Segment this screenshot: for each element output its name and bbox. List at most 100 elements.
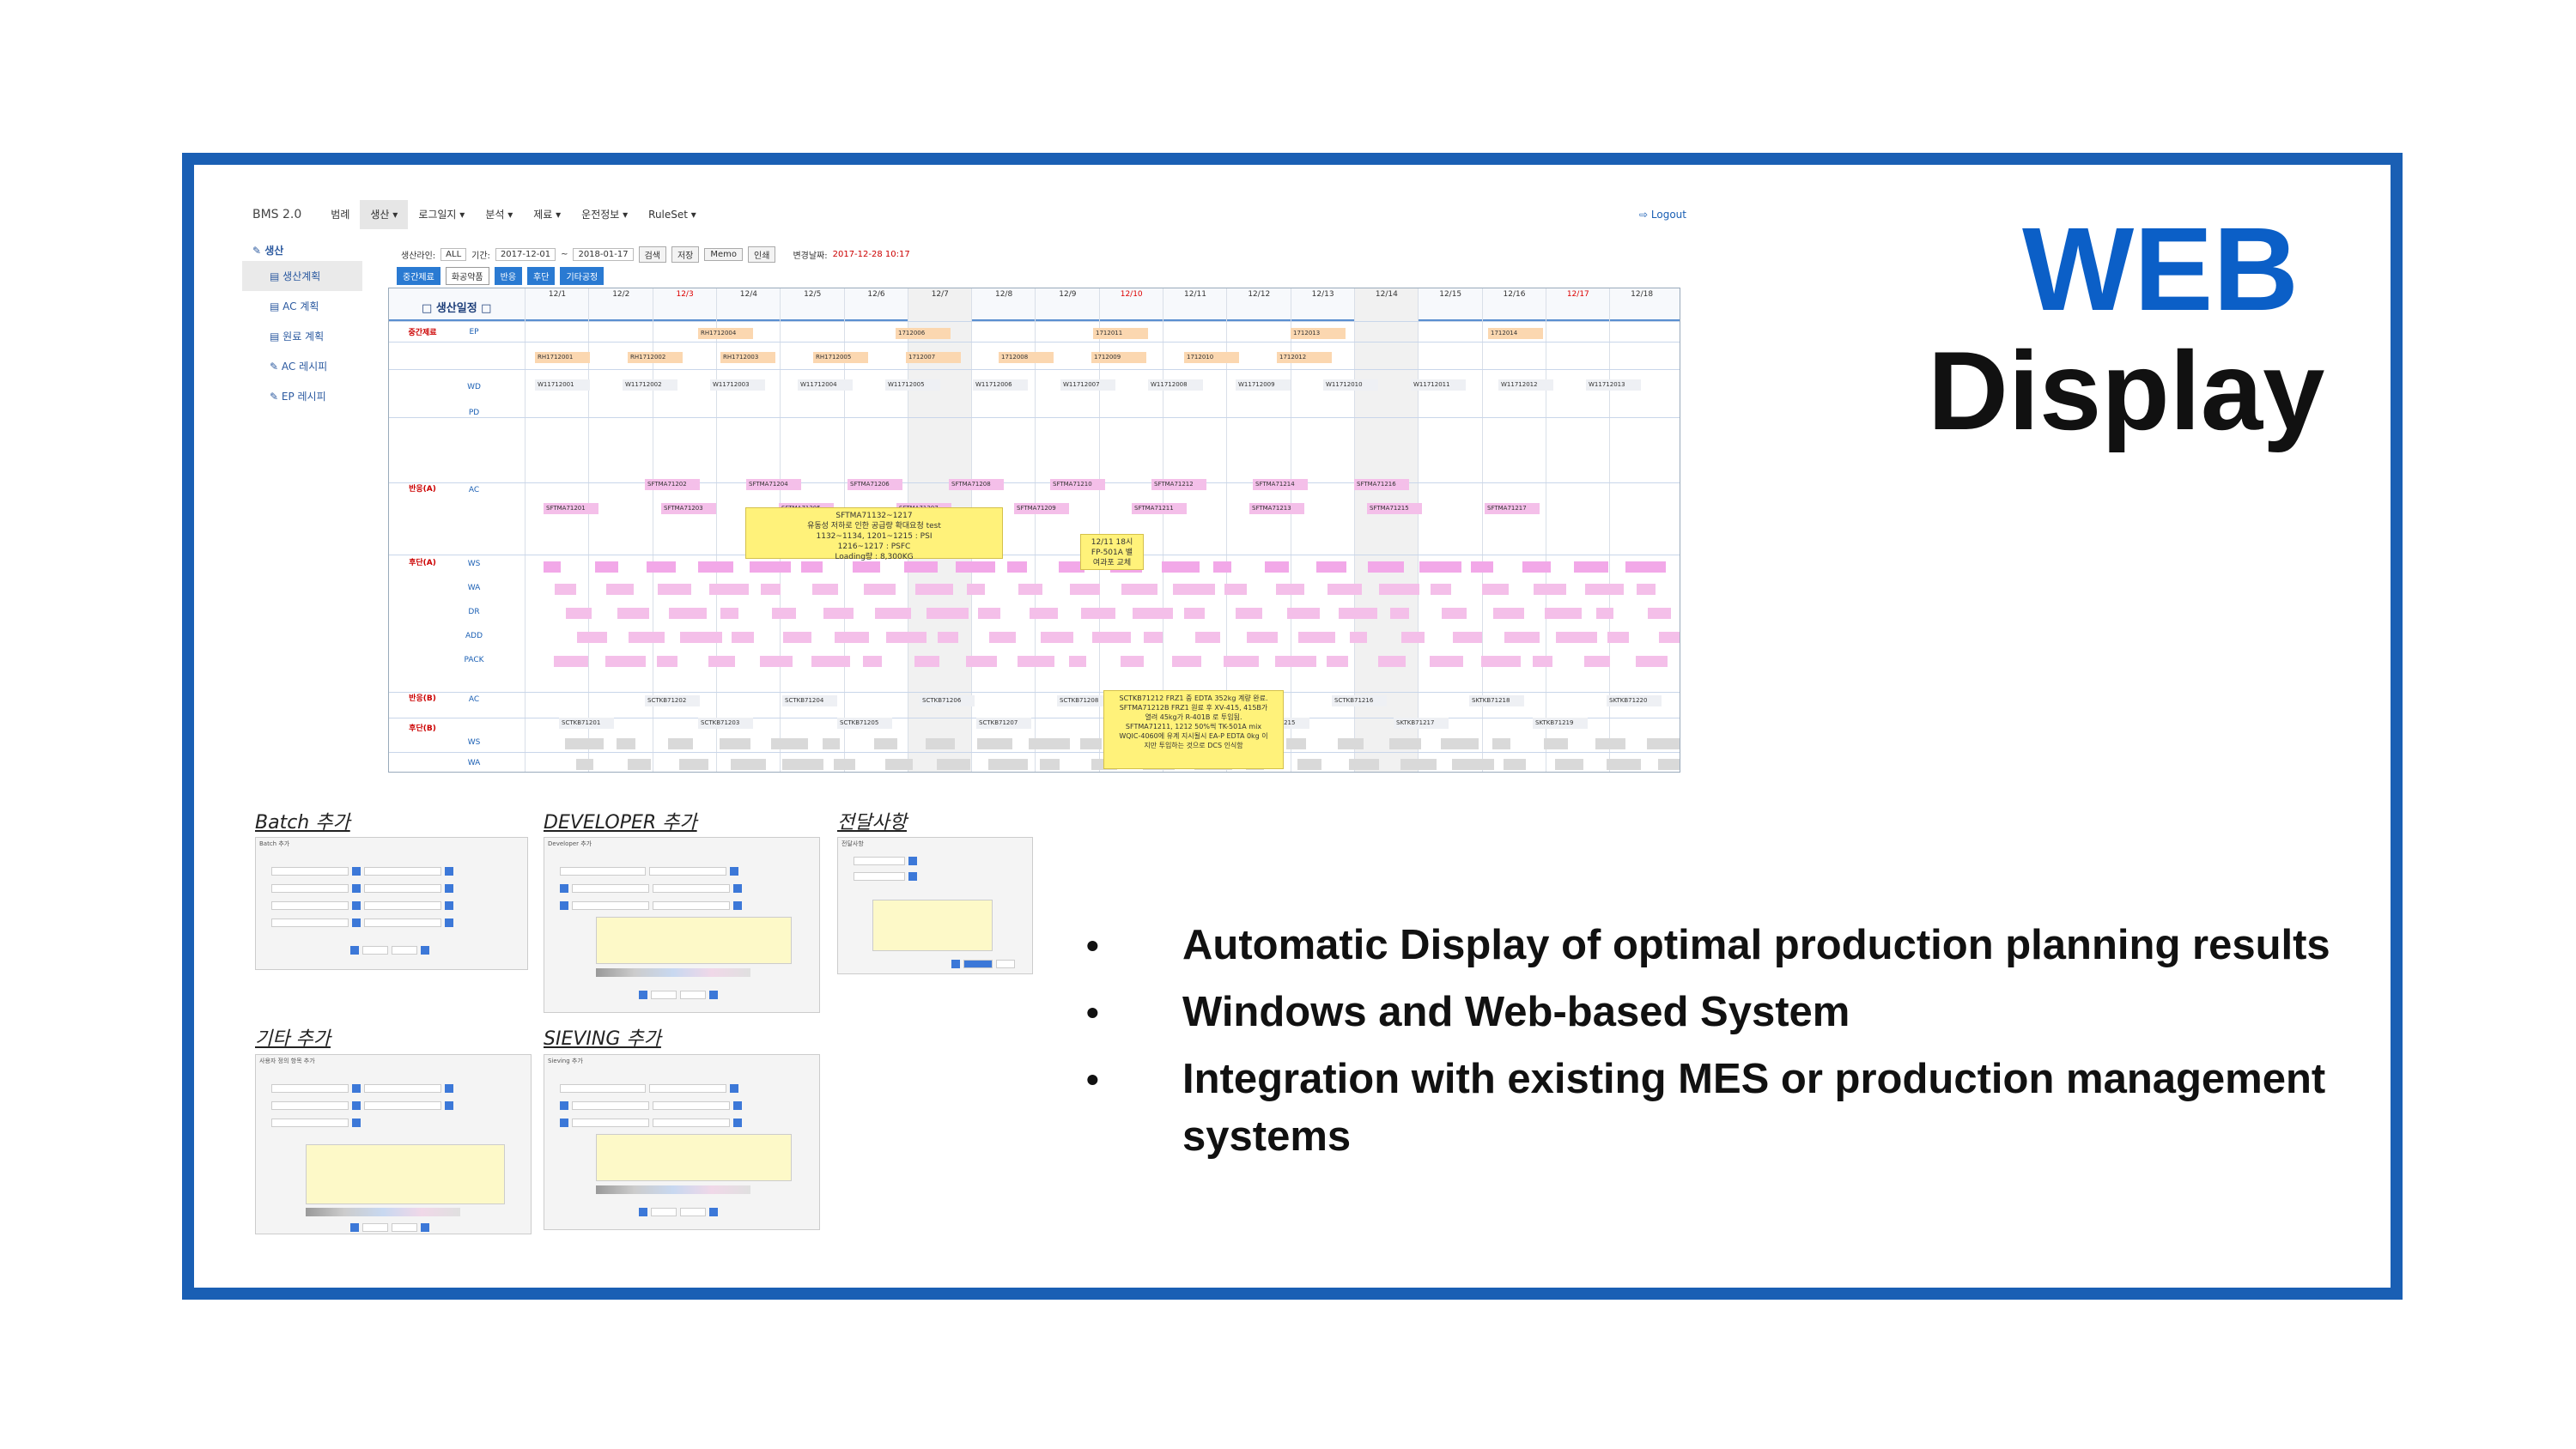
sidebar-item-ac-plan[interactable]: ▤ AC 계획 [270,300,319,312]
gantt-process-block[interactable] [647,561,676,573]
gantt-batch-bar[interactable]: SFTMA71211 [1132,503,1187,514]
gantt-process-block[interactable] [915,584,953,595]
gantt-process-block[interactable] [1400,759,1437,770]
gantt-process-block[interactable] [937,759,970,770]
sidebar-item-production-plan[interactable]: ▤ 생산계획 [242,261,362,291]
gantt-process-block[interactable] [938,632,958,643]
close-icon[interactable] [421,946,429,955]
message-textarea[interactable] [872,900,993,951]
gantt-process-block[interactable] [761,584,781,595]
form-input[interactable] [364,1101,441,1110]
form-option-button[interactable] [445,919,453,927]
gantt-process-block[interactable] [668,738,693,749]
gantt-process-block[interactable] [1441,738,1479,749]
gantt-tooltip-maintenance[interactable]: 12/11 18시 FP-501A 밸 여과포 교체 [1080,534,1144,570]
close-button[interactable] [392,946,417,955]
mode-chemical-button[interactable]: 화공약품 [445,267,489,285]
gantt-process-block[interactable] [1493,608,1524,619]
form-option-button[interactable] [733,1101,742,1110]
gantt-process-block[interactable] [1482,584,1509,595]
add-confirm-button[interactable] [350,946,359,955]
form-option-button[interactable] [445,901,453,910]
memo-button[interactable]: Memo [704,247,744,261]
gantt-batch-bar[interactable]: RH1712005 [813,352,868,363]
form-option-button[interactable] [908,872,917,881]
gantt-batch-bar[interactable]: SFTMA71212 [1151,479,1206,490]
gantt-batch-bar[interactable]: W11712007 [1060,379,1115,391]
gantt-batch-bar[interactable]: RH1712002 [628,352,683,363]
gantt-batch-bar[interactable]: SKTKB71220 [1607,695,1662,706]
gantt-process-block[interactable] [1636,656,1668,667]
gantt-process-block[interactable] [1121,656,1144,667]
gantt-process-block[interactable] [1368,561,1404,573]
gantt-process-block[interactable] [875,608,911,619]
gantt-process-block[interactable] [720,738,750,749]
gantt-process-block[interactable] [566,608,592,619]
gantt-process-block[interactable] [1453,632,1482,643]
comment-textarea[interactable] [596,917,792,964]
gantt-process-block[interactable] [1452,759,1494,770]
form-input[interactable] [271,867,349,876]
gantt-process-block[interactable] [1195,632,1220,643]
confirm-button[interactable] [651,991,677,999]
form-option-button[interactable] [352,1119,361,1127]
background-color-picker[interactable] [596,968,750,977]
gantt-process-block[interactable] [1172,656,1201,667]
gantt-process-block[interactable] [1247,632,1278,643]
gantt-process-block[interactable] [1184,608,1205,619]
form-option-button[interactable] [445,884,453,893]
gantt-process-block[interactable] [1298,632,1335,643]
form-input[interactable] [271,1119,349,1127]
gantt-process-block[interactable] [783,632,811,643]
gantt-process-block[interactable] [1018,584,1042,595]
gantt-process-block[interactable] [1144,632,1163,643]
gantt-batch-bar[interactable]: W11712002 [623,379,677,391]
nav-operation-info[interactable]: 운전정보 ▾ [581,209,629,221]
gantt-batch-bar[interactable]: SCTKB71204 [782,695,837,706]
gantt-process-block[interactable] [679,759,708,770]
line-select[interactable]: ALL [440,247,467,261]
gantt-process-block[interactable] [772,608,796,619]
save-button[interactable] [963,960,993,968]
gantt-process-block[interactable] [1647,738,1680,749]
gantt-batch-bar[interactable]: SFTMA71215 [1367,503,1422,514]
gantt-process-block[interactable] [1338,738,1364,749]
gantt-process-block[interactable] [811,656,850,667]
gantt-process-block[interactable] [1265,561,1289,573]
gantt-batch-bar[interactable]: SFTMA71203 [661,503,716,514]
mode-other-button[interactable]: 기타공정 [560,267,605,285]
gantt-process-block[interactable] [1236,608,1262,619]
gantt-process-block[interactable] [823,608,854,619]
form-option-button[interactable] [733,901,742,910]
gantt-batch-bar[interactable]: SFTMA71210 [1050,479,1105,490]
form-input[interactable] [649,867,726,876]
gantt-process-block[interactable] [629,632,665,643]
gantt-batch-bar[interactable]: 1712007 [906,352,961,363]
gantt-process-block[interactable] [1595,738,1625,749]
gantt-batch-bar[interactable]: SFTMA71202 [645,479,700,490]
form-option-button[interactable] [352,867,361,876]
gantt-process-block[interactable] [1316,561,1346,573]
gantt-process-block[interactable] [1379,584,1419,595]
form-option-button[interactable] [560,884,568,893]
gantt-process-block[interactable] [576,759,593,770]
form-input[interactable] [572,901,649,910]
gantt-process-block[interactable] [874,738,897,749]
gantt-process-block[interactable] [1349,759,1379,770]
gantt-process-block[interactable] [1276,584,1304,595]
gantt-batch-bar[interactable]: 1712011 [1093,328,1148,339]
gantt-process-block[interactable] [835,632,869,643]
gantt-process-block[interactable] [966,656,997,667]
background-color-picker[interactable] [306,1208,460,1216]
gantt-process-block[interactable] [1173,584,1215,595]
gantt-process-block[interactable] [617,738,635,749]
gantt-process-block[interactable] [544,561,561,573]
form-input[interactable] [560,1084,646,1093]
gantt-batch-bar[interactable]: SKTKB71217 [1394,718,1449,729]
nav-analysis[interactable]: 분석 ▾ [485,209,513,221]
gantt-process-block[interactable] [1390,608,1409,619]
gantt-batch-bar[interactable]: W11712013 [1586,379,1641,391]
gantt-process-block[interactable] [1574,561,1608,573]
gantt-process-block[interactable] [1327,584,1362,595]
gantt-batch-bar[interactable]: W11712010 [1323,379,1378,391]
